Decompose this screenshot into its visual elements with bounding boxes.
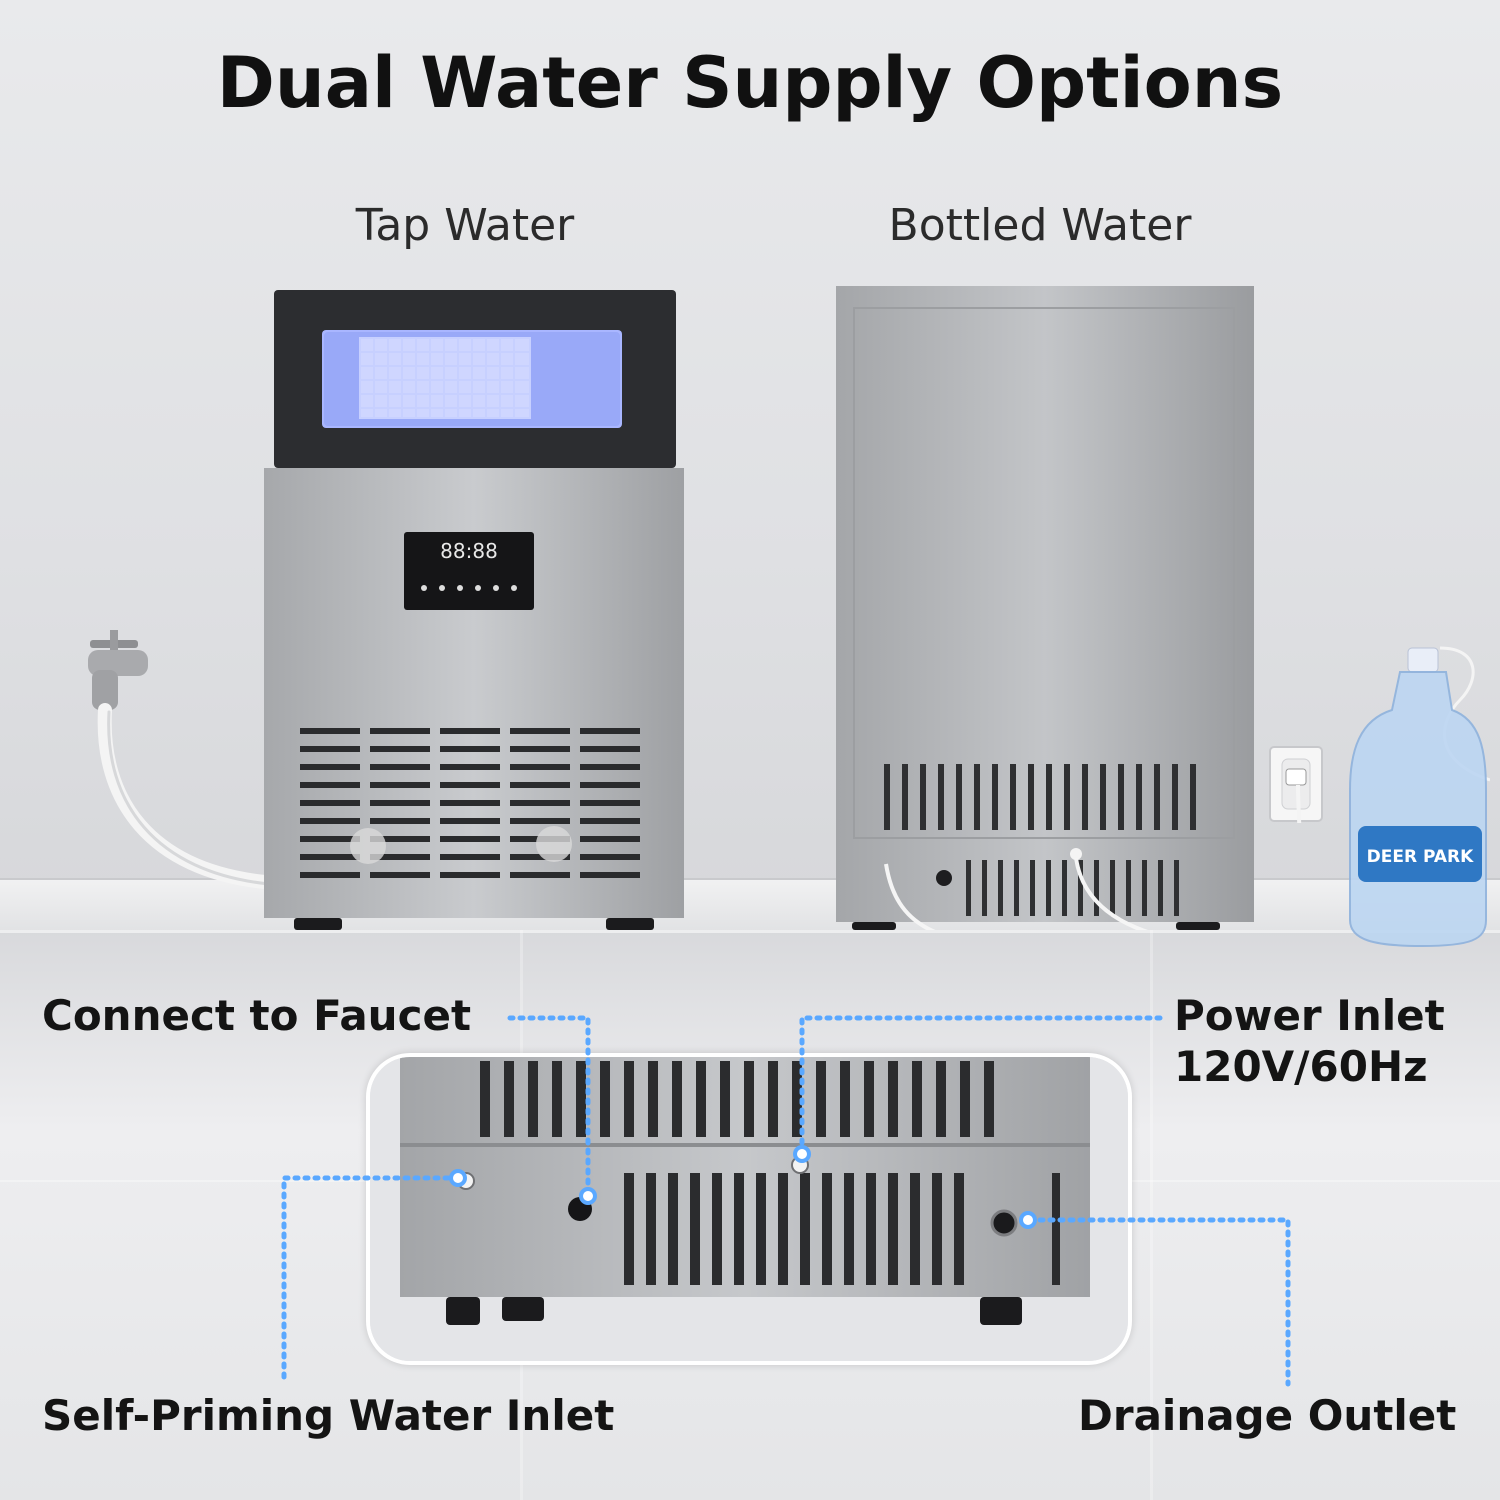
page-title: Dual Water Supply Options bbox=[216, 42, 1284, 124]
bottle-label: DEER PARK bbox=[1367, 847, 1474, 867]
closeup-panel bbox=[366, 1053, 1132, 1365]
ice-grid bbox=[359, 337, 531, 419]
callout-self-priming-water-inlet: Self-Priming Water Inlet bbox=[42, 1391, 615, 1440]
display-clock: 88:88 bbox=[440, 539, 498, 563]
closeup-illustration bbox=[370, 1057, 1128, 1361]
front-vent bbox=[300, 728, 640, 878]
power-inlet-label: Power Inlet bbox=[1174, 991, 1445, 1040]
callout-connect-to-faucet: Connect to Faucet bbox=[42, 991, 472, 1040]
inlet-dot bbox=[449, 1169, 467, 1187]
power-voltage-label: 120V/60Hz bbox=[1174, 1042, 1428, 1092]
ice-maker-back bbox=[836, 286, 1254, 930]
power-dot bbox=[793, 1145, 811, 1163]
tap-water-label: Tap Water bbox=[355, 200, 575, 251]
callout-drainage-outlet: Drainage Outlet bbox=[1078, 1391, 1457, 1440]
faucet-dot bbox=[579, 1187, 597, 1205]
faucet-icon bbox=[88, 630, 272, 889]
callout-power-inlet: Power Inlet 120V/60Hz bbox=[1174, 990, 1445, 1092]
power-outlet-icon bbox=[1269, 746, 1323, 823]
bottled-water-label: Bottled Water bbox=[888, 200, 1192, 251]
ice-maker-front: 88:88 bbox=[264, 290, 684, 930]
back-vent bbox=[884, 764, 1196, 916]
water-bottle-icon: DEER PARK bbox=[1349, 646, 1490, 948]
control-panel bbox=[404, 532, 534, 610]
drain-dot bbox=[1019, 1211, 1037, 1229]
